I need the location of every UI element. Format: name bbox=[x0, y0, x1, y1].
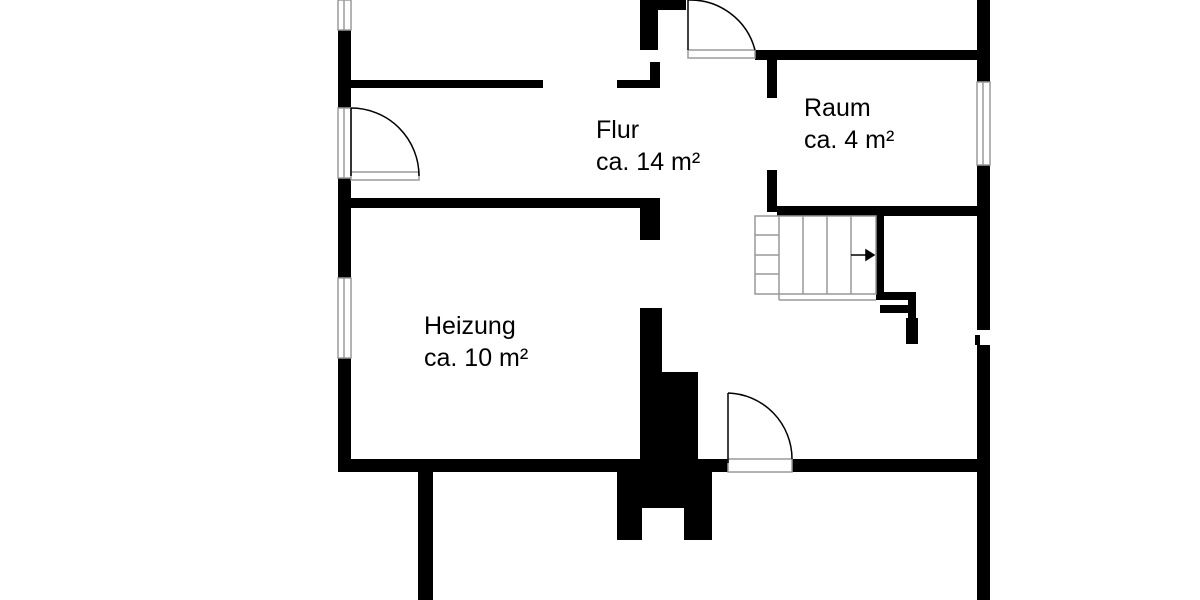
wall-right-top bbox=[977, 0, 990, 82]
stair-wall-vertical bbox=[876, 216, 884, 296]
wall-bath-bottom bbox=[351, 80, 543, 88]
wall-stub-flur bbox=[617, 80, 657, 88]
wall-chimney-block bbox=[660, 372, 698, 463]
room-label-heizung: Heizung ca. 10 m² bbox=[424, 310, 528, 374]
wall-flur-nw-lower bbox=[650, 62, 660, 88]
wall-right-mid bbox=[977, 165, 990, 330]
wall-top-door-jamb bbox=[658, 0, 686, 10]
wall-left-mid bbox=[338, 30, 351, 108]
door-top bbox=[687, 0, 756, 59]
window-left-mid bbox=[337, 107, 352, 179]
room-name-heizung: Heizung bbox=[424, 312, 516, 340]
room-name-flur: Flur bbox=[596, 116, 640, 144]
staircase bbox=[754, 215, 877, 301]
window-left-top bbox=[337, 0, 352, 31]
wall-raum-top bbox=[755, 50, 990, 60]
window-left-lower bbox=[337, 277, 352, 359]
room-area-heizung: ca. 10 m² bbox=[424, 344, 529, 372]
door-bottom bbox=[727, 392, 793, 473]
wall-bottom-right bbox=[792, 459, 990, 472]
stair-wall-tick bbox=[975, 335, 980, 345]
wall-flur-nw-vertical bbox=[640, 0, 658, 50]
room-area-flur: ca. 14 m² bbox=[596, 148, 701, 176]
wall-annex-right bbox=[977, 472, 990, 600]
room-label-flur: Flur ca. 14 m² bbox=[596, 114, 700, 178]
outer-walls bbox=[338, 0, 990, 600]
wall-left-lower bbox=[338, 178, 351, 278]
room-label-raum: Raum ca. 4 m² bbox=[804, 92, 894, 156]
chimney-base-top bbox=[617, 463, 712, 508]
wall-right-lower bbox=[977, 345, 990, 472]
stair-arrow-head bbox=[865, 248, 876, 262]
wall-raum-bottom bbox=[777, 206, 977, 216]
doors bbox=[350, 0, 793, 473]
window-right-raum bbox=[976, 81, 991, 166]
wall-raum-left-upper bbox=[767, 60, 777, 98]
wall-heizung-stub bbox=[640, 198, 660, 240]
wall-annex-left bbox=[418, 472, 433, 600]
interior-walls bbox=[351, 0, 990, 540]
wall-raum-left-lower bbox=[767, 170, 777, 212]
stair-wall-step4 bbox=[906, 318, 918, 344]
stair-wall-step1 bbox=[876, 292, 916, 300]
stair-wall-step2 bbox=[908, 292, 916, 322]
wall-left-bottom bbox=[338, 358, 351, 472]
stair-wall-step3 bbox=[880, 305, 910, 313]
windows bbox=[337, 0, 991, 359]
door-left-room bbox=[350, 107, 420, 181]
chimney-opening bbox=[642, 514, 684, 540]
room-area-raum: ca. 4 m² bbox=[804, 126, 895, 154]
wall-chimney-upper bbox=[640, 308, 662, 463]
room-name-raum: Raum bbox=[804, 94, 871, 122]
wall-heizung-top bbox=[351, 198, 641, 208]
